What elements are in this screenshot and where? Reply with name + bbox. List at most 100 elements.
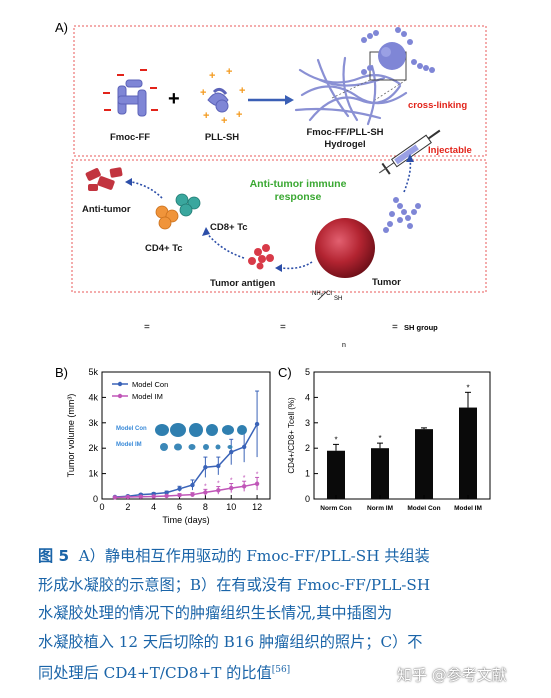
label-pll-sh: PLL-SH — [204, 132, 240, 143]
y-tick-label: 5 — [305, 367, 310, 377]
inset-tumors-icon — [155, 423, 247, 451]
caption-line-3: 水凝胶处理的情况下的肿瘤组织生长情况,其中插图为 — [38, 604, 393, 622]
panel-c-label: C) — [278, 365, 292, 380]
label-tumor: Tumor — [372, 277, 401, 288]
svg-text:+: + — [239, 85, 245, 97]
x-tick-label: 12 — [252, 502, 262, 512]
x-tick-label: 0 — [99, 502, 104, 512]
caption-line-4: 水凝胶植入 12 天后切除的 B16 肿瘤组织的照片；C）不 — [38, 632, 423, 651]
data-point — [241, 444, 247, 450]
svg-text:+: + — [200, 87, 206, 99]
cd8-cell-icon — [175, 193, 201, 217]
bar — [415, 429, 433, 499]
gel-branch-icon — [383, 197, 421, 233]
label-fmoc-ff: Fmoc-FF — [109, 132, 151, 143]
tumor-antigen-icon — [248, 244, 274, 270]
data-point — [254, 481, 260, 486]
label-immune-1: Anti-tumor immune — [249, 178, 347, 190]
label-hydrogel-1: Fmoc-FF/PLL-SH — [306, 127, 384, 138]
legend-label: Model Con — [132, 380, 168, 389]
caption-line-5-text: 同处理后 CD4+T/CD8+T 的比值 — [38, 664, 272, 683]
y-tick-label: 4k — [88, 392, 98, 402]
y-tick-label: 5k — [88, 367, 98, 377]
lower-frame — [71, 159, 487, 293]
label-cross-linking: cross-linking — [408, 100, 468, 111]
data-point — [190, 492, 195, 497]
data-point — [203, 490, 208, 495]
y-axis-label: Tumor volume (mm³) — [66, 394, 76, 478]
data-point — [216, 463, 221, 469]
label-anti-tumor: Anti-tumor — [82, 204, 131, 215]
data-point — [216, 488, 221, 493]
svg-text:+: + — [203, 110, 209, 122]
panel-a-figure: +++ +++ + — [71, 25, 487, 300]
category-label: Model Con — [407, 505, 440, 512]
data-point — [241, 484, 247, 489]
plus-sign: + — [168, 88, 180, 110]
label-sh-struct: SH — [334, 296, 343, 302]
data-point — [203, 465, 208, 470]
data-point — [112, 495, 118, 500]
y-tick-label: 2 — [305, 443, 310, 453]
significance-mark: * — [204, 483, 207, 490]
y-axis-label: CD4+/CD8+ Tcell (%) — [287, 397, 296, 474]
category-label: Norm Con — [320, 505, 351, 512]
x-tick-label: 8 — [203, 502, 208, 512]
figure-caption: 图 5 A）静电相互作用驱动的 Fmoc-FF/PLL-SH 共组装 形成水凝胶… — [38, 542, 430, 688]
caption-line-1: 图 5 A）静电相互作用驱动的 Fmoc-FF/PLL-SH 共组装 — [38, 542, 430, 571]
label-hydrogel-2: Hydrogel — [324, 139, 366, 150]
fmoc-ff-molecule-icon — [117, 79, 147, 117]
pll-sh-structure — [317, 291, 327, 300]
data-point — [138, 494, 143, 499]
data-point — [125, 494, 131, 500]
y-tick-label: 3k — [88, 418, 98, 428]
significance-mark: * — [230, 478, 233, 485]
label-cd4: CD4+ Tc — [145, 243, 183, 254]
significance-mark: * — [256, 471, 259, 478]
significance-mark: * — [378, 434, 381, 443]
x-tick-label: 10 — [226, 502, 236, 512]
category-label: Norm IM — [367, 505, 393, 512]
caption-line-2: 形成水凝胶的示意图；B）在有或没有 Fmoc-FF/PLL-SH — [38, 575, 431, 594]
y-tick-label: 3 — [305, 418, 310, 428]
bar — [371, 448, 389, 499]
data-point — [164, 490, 169, 495]
legend-marker — [117, 393, 123, 399]
label-n: n — [342, 342, 346, 349]
data-point — [190, 482, 195, 488]
x-tick-label: 2 — [125, 502, 130, 512]
x-tick-label: 6 — [177, 502, 182, 512]
caption-line-5: 同处理后 CD4+T/CD8+T 的比值[56] — [38, 656, 430, 688]
label-cd8: CD8+ Tc — [210, 222, 248, 233]
y-tick-label: 2k — [88, 443, 98, 453]
label-sh-group: SH group — [404, 323, 438, 332]
legend-marker — [117, 381, 123, 387]
y-tick-label: 1k — [88, 469, 98, 479]
data-point — [177, 492, 182, 498]
equals-1: = — [144, 322, 150, 333]
pll-sh-molecule-icon — [207, 87, 229, 113]
syringe-icon — [378, 129, 441, 175]
minus-charges-icon — [103, 69, 158, 111]
caption-reference: [56] — [271, 665, 291, 675]
label-injectable: Injectable — [428, 145, 472, 156]
upper-frame — [73, 25, 487, 157]
legend-label: Model IM — [132, 392, 163, 401]
inset-label-con: Model Con — [116, 426, 147, 432]
caption-figure-label: 图 5 — [38, 547, 70, 565]
svg-text:+: + — [209, 70, 215, 82]
svg-text:+: + — [221, 115, 227, 127]
panel-a-label: A) — [55, 20, 68, 35]
data-point — [229, 485, 234, 491]
equals-3: = — [392, 322, 398, 333]
panel-b-label: B) — [55, 365, 68, 380]
data-point — [229, 449, 234, 455]
tumor-photo-inset: Model Con Model IM — [116, 420, 254, 456]
cd4-cell-icon — [155, 205, 179, 230]
equals-2: = — [280, 322, 286, 333]
assembly-arrow-icon — [248, 95, 294, 105]
data-point — [164, 493, 169, 499]
caption-line-1-text: A）静电相互作用驱动的 Fmoc-FF/PLL-SH 共组装 — [78, 547, 430, 565]
hydrogel-network-icon — [294, 56, 408, 126]
